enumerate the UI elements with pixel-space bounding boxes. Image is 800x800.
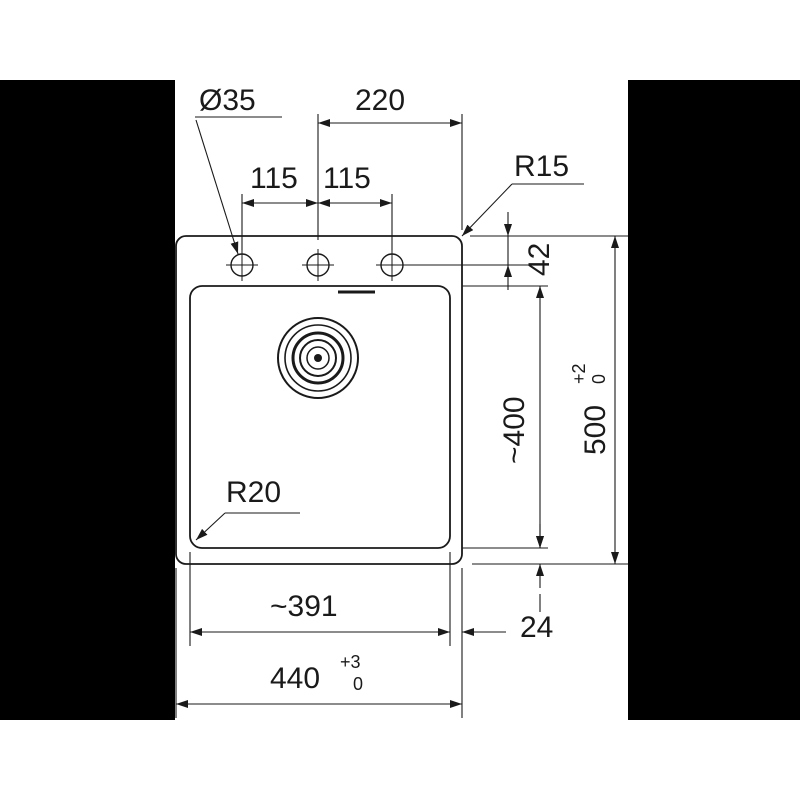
dim-115-right-label: 115 (323, 162, 371, 195)
drain (277, 317, 359, 399)
dim-220-label: 220 (355, 84, 405, 117)
bowl-radius-leader (195, 512, 226, 541)
right-black-bar (628, 80, 800, 720)
dim-400-label: ~400 (498, 396, 531, 464)
dim-500-tol-upper: +2 (569, 363, 589, 384)
tap-hole-left (226, 249, 258, 281)
hole-diameter-label: Ø35 (199, 84, 256, 117)
dim-42-label: 42 (523, 243, 556, 276)
hole-diameter-leader (195, 119, 239, 255)
bowl-radius-label: R20 (226, 476, 281, 509)
dim-440-label: 440 (270, 662, 320, 695)
bowl-outline (189, 285, 451, 549)
left-black-bar (0, 80, 175, 720)
dim-391-label: ~391 (270, 590, 338, 623)
dim-500-tol-lower: 0 (589, 374, 609, 384)
dim-440-tol-upper: +3 (340, 652, 361, 672)
dim-115-left-label: 115 (250, 162, 298, 195)
dim-24-label: 24 (520, 611, 553, 644)
outer-radius-label: R15 (514, 150, 569, 183)
outer-radius-leader (461, 183, 513, 237)
sink-outer-outline (175, 235, 463, 565)
dim-500-label: 500 (579, 405, 612, 455)
tap-hole-center (302, 249, 334, 281)
dim-440-tol-lower: 0 (353, 674, 363, 694)
